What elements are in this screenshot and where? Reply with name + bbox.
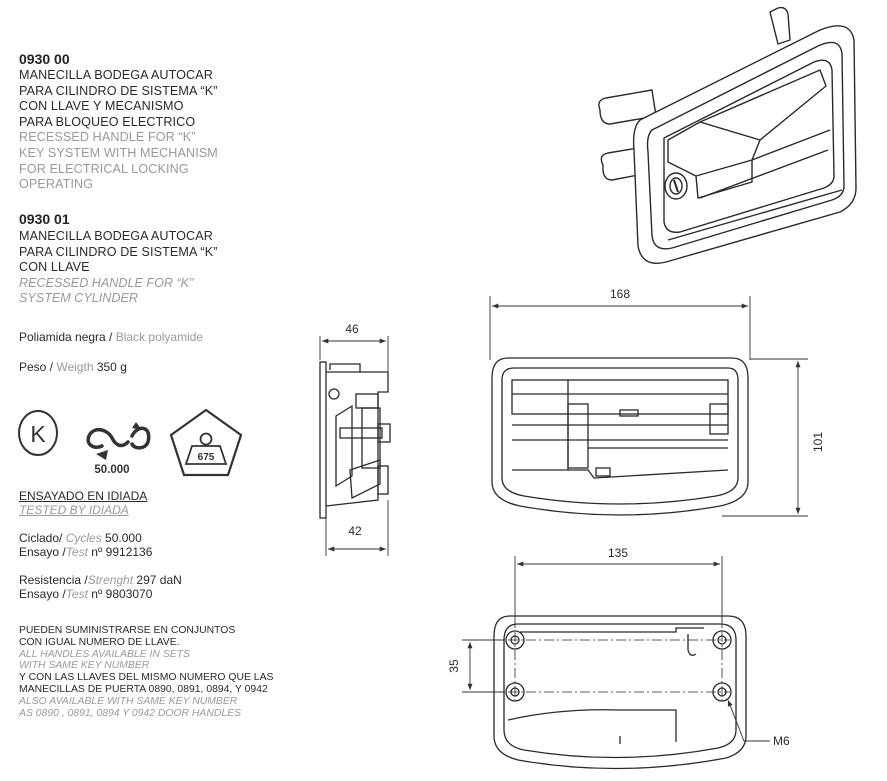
desc-es-line: PARA BLOQUEO ELECTRICO — [19, 114, 196, 129]
cycles-icon: 50.000 — [86, 422, 151, 476]
desc-en-line: OPERATING — [19, 177, 94, 192]
dim-rear-width: 135 — [608, 546, 628, 560]
perspective-view — [598, 6, 857, 264]
dim-side-bottom: 42 — [348, 524, 362, 538]
desc-es-line: MANECILLA BODEGA AUTOCAR — [19, 229, 213, 243]
weight-line: Peso / Weigth 350 g — [19, 360, 127, 374]
tested-en: TESTED BY IDIADA — [19, 503, 129, 517]
product-description-0930-01: MANECILLA BODEGA AUTOCAR PARA CILINDRO D… — [19, 229, 218, 307]
front-view — [491, 357, 749, 516]
dim-side-top: 46 — [345, 322, 359, 336]
product-description-0930-00: MANECILLA BODEGA AUTOCAR PARA CILINDRO D… — [19, 68, 218, 193]
desc-es-line: PARA CILINDRO DE SISTEMA “K” — [19, 244, 218, 259]
note-line: CON IGUAL NUMERO DE LLAVE. — [19, 636, 180, 648]
note-line: WITH SAME KEY NUMBER — [19, 660, 150, 672]
note-line: ALL HANDLES AVAILABLE IN SETS — [19, 648, 190, 660]
thread-label: M6 — [773, 734, 790, 748]
note-line: AS 0890 , 0891, 0894 Y 0942 DOOR HANDLES — [19, 707, 241, 719]
rear-view-dimensions — [462, 556, 770, 742]
desc-en-line: FOR ELECTRICAL LOCKING — [19, 161, 189, 176]
tested-es: ENSAYADO EN IDIADA — [19, 489, 148, 503]
desc-en-line: RECESSED HANDLE FOR “K” — [19, 275, 194, 290]
side-view-dimensions — [319, 336, 389, 556]
note-line: MANECILLAS DE PUERTA 0890, 0891, 0894, Y… — [19, 683, 268, 695]
supply-notes: PUEDEN SUMINISTRARSE EN CONJUNTOS CON IG… — [19, 625, 273, 719]
desc-es-line: PARA CILINDRO DE SISTEMA “K” — [19, 83, 218, 98]
desc-en-line: SYSTEM CYLINDER — [19, 291, 138, 306]
product-code-0930-00: 0930 00 — [19, 51, 70, 67]
rear-view — [493, 615, 747, 770]
dim-front-height: 101 — [811, 432, 825, 452]
desc-en-line: KEY SYSTEM WITH MECHANISM — [19, 145, 218, 160]
cycles-line: Ciclado/ Cycles 50.000 — [19, 531, 142, 545]
dim-front-width: 168 — [610, 287, 630, 301]
certification-icons: K 50.000 675 — [18, 408, 243, 477]
side-view — [319, 361, 391, 519]
cycles-icon-label: 50.000 — [94, 464, 129, 476]
note-line: ALSO AVAILABLE WITH SAME KEY NUMBER — [19, 695, 238, 707]
weight-badge-icon: 675 — [169, 408, 243, 477]
desc-es-line: CON LLAVE Y MECANISMO — [19, 99, 184, 114]
note-line: Y CON LAS LLAVES DEL MISMO NUMERO QUE LA… — [19, 672, 274, 684]
product-code-0930-01: 0930 01 — [19, 211, 70, 227]
material-line: Poliamida negra / Black polyamide — [19, 330, 204, 344]
front-view-dimensions — [489, 296, 808, 517]
weight-badge-label: 675 — [198, 452, 215, 463]
resistance-test-line: Ensayo /Test nº 9803070 — [19, 587, 153, 601]
desc-es-line: CON LLAVE — [19, 260, 90, 275]
k-letter: K — [30, 421, 46, 447]
note-line: PUEDEN SUMINISTRARSE EN CONJUNTOS — [19, 625, 236, 636]
cycles-test-line: Ensayo /Test nº 9912136 — [19, 545, 153, 559]
desc-es-line: MANECILLA BODEGA AUTOCAR — [19, 68, 213, 82]
k-system-icon: K — [18, 410, 58, 456]
desc-en-line: RECESSED HANDLE FOR “K” — [19, 130, 196, 145]
resistance-line: Resistencia /Strenght 297 daN — [19, 573, 182, 587]
dim-rear-height: 35 — [447, 659, 461, 673]
